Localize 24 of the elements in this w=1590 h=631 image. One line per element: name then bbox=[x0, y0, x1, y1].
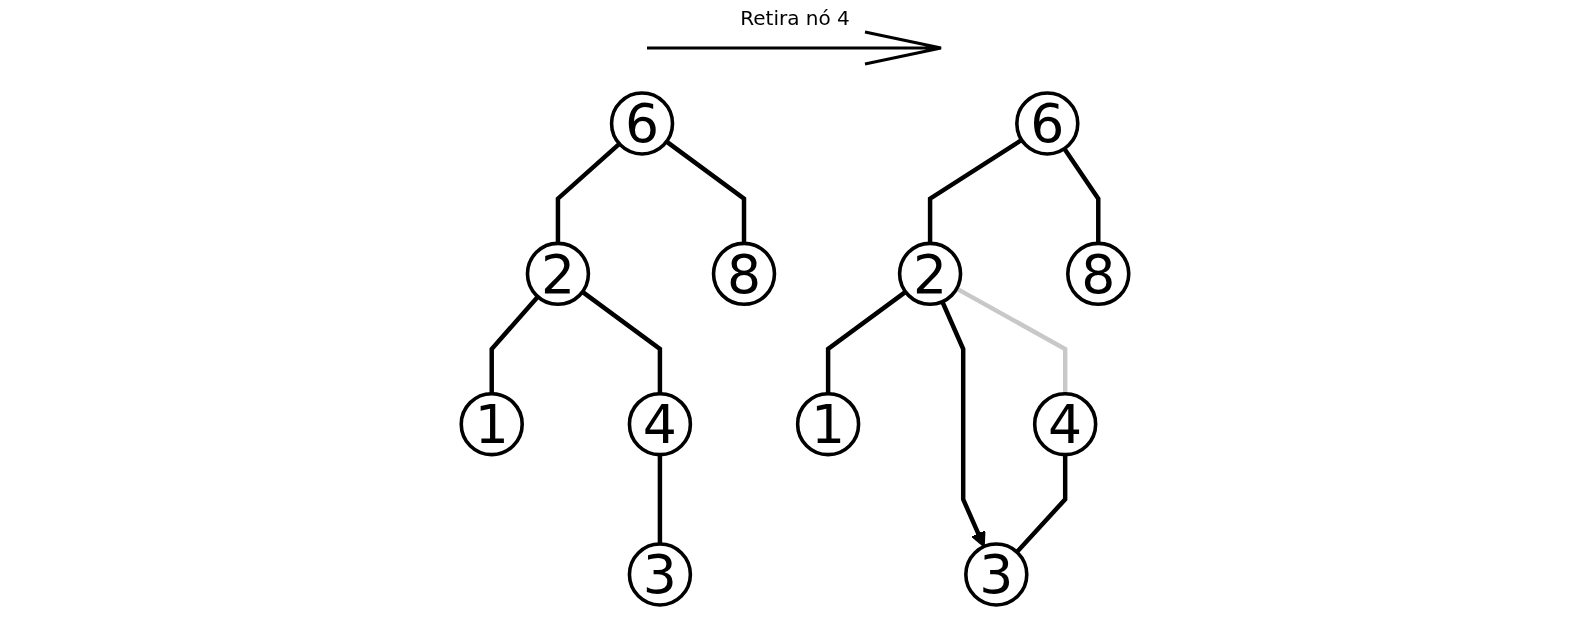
connector bbox=[489, 294, 540, 394]
connector bbox=[955, 286, 1068, 394]
connector bbox=[927, 137, 1023, 243]
connector bbox=[1015, 454, 1068, 554]
node-circle: 4 bbox=[627, 391, 693, 456]
step-label: Retira nó 4 bbox=[740, 6, 850, 30]
node-circle: 8 bbox=[1066, 241, 1131, 306]
node-circle: 3 bbox=[627, 541, 693, 607]
connector bbox=[657, 454, 663, 544]
connector bbox=[1062, 147, 1101, 243]
node-circle: 4 bbox=[1032, 391, 1098, 456]
node-circle: 6 bbox=[1015, 90, 1080, 156]
node-circle: 6 bbox=[609, 90, 675, 156]
node-circle: 2 bbox=[525, 241, 591, 306]
node-circle: 1 bbox=[795, 391, 861, 456]
node-circle: 8 bbox=[711, 241, 777, 306]
node-circle: 1 bbox=[459, 391, 524, 456]
node-circle: 3 bbox=[964, 541, 1029, 607]
arrow bbox=[940, 300, 986, 547]
connector bbox=[825, 289, 907, 394]
connector bbox=[581, 289, 663, 394]
connector bbox=[555, 141, 621, 243]
node-circle: 2 bbox=[897, 241, 963, 306]
connector bbox=[665, 139, 747, 243]
